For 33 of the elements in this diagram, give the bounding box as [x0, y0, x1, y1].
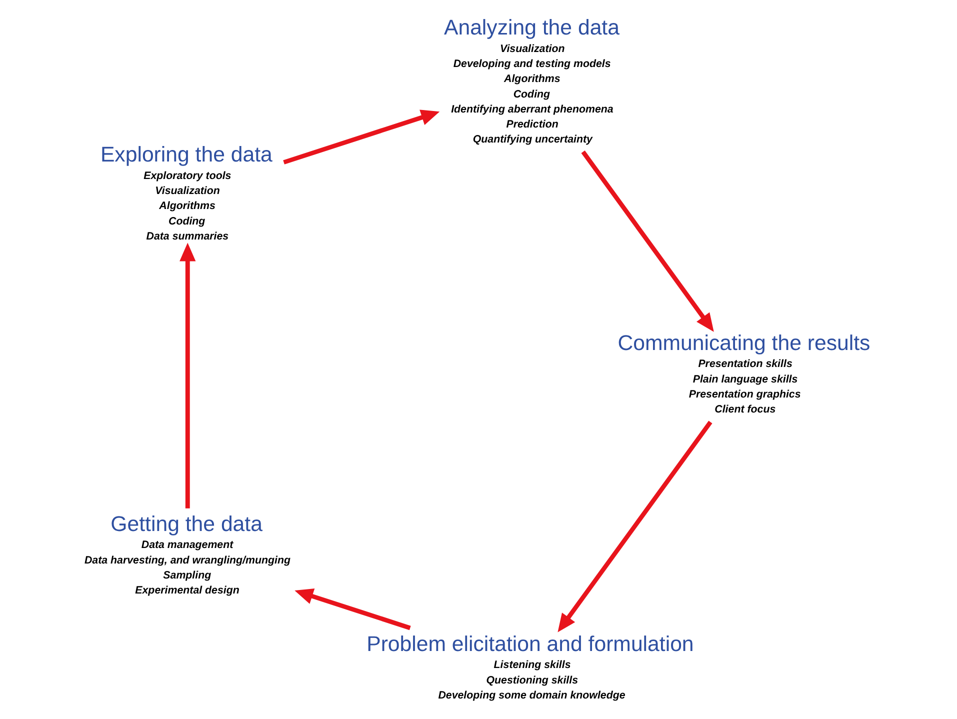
arrow: [283, 110, 440, 164]
arrow: [581, 150, 714, 332]
node-text: Problem elicitation and formulation: [366, 632, 694, 656]
node-label: Prediction: [506, 118, 558, 131]
node-label: Developing and testing models: [453, 58, 611, 70]
node-label: Data summaries: [146, 230, 229, 242]
node-label: Experimental design: [135, 584, 240, 597]
node-label: Presentation skills: [698, 358, 792, 370]
node-text: Communicating the results: [618, 330, 870, 355]
node-label: Coding: [168, 215, 206, 228]
node-label: Data management: [141, 539, 234, 552]
node-label: Identifying aberrant phenomena: [451, 103, 614, 116]
node-label: Client focus: [714, 404, 776, 416]
node-text: Getting the data: [110, 512, 262, 536]
node-label: Listening skills: [494, 659, 571, 672]
arrow: [558, 420, 712, 632]
node-label: Quantifying uncertainty: [472, 134, 593, 146]
node-text: Exploring the data: [100, 142, 272, 167]
node-label: Questioning skills: [486, 674, 578, 686]
node-label: Sampling: [163, 569, 212, 582]
node-label: Visualization: [155, 185, 220, 198]
arrow: [294, 588, 411, 630]
node-label: Presentation graphics: [688, 388, 801, 400]
node-label: Plain language skills: [692, 373, 798, 386]
node-label: Developing some domain knowledge: [438, 689, 626, 702]
node-text: Analyzing the data: [444, 16, 620, 40]
node-label: Algorithms: [504, 73, 560, 86]
node-label: Visualization: [500, 42, 565, 55]
node-label: Data harvesting, and wrangling/munging: [84, 554, 290, 566]
arrow: [180, 242, 196, 508]
node-label: Algorithms: [159, 200, 216, 212]
node-label: Coding: [513, 88, 550, 100]
node-label: Exploratory tools: [144, 170, 232, 182]
